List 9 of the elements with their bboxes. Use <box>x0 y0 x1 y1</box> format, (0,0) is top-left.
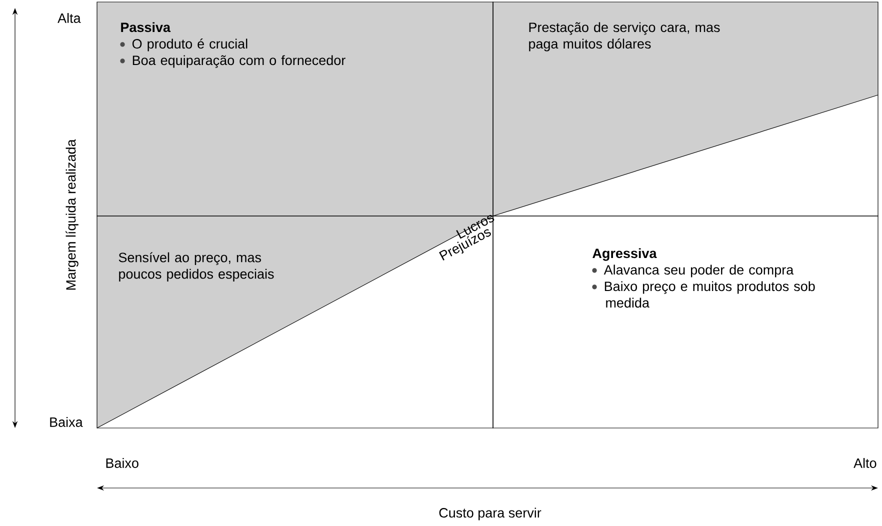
axis-label: Alta <box>58 13 81 23</box>
quadrant-box: Agressiva Alavanca seu poder de compra Baixo preço e muitos produtos sob medida <box>492 216 878 428</box>
quadrant-box: Passiva O produto é crucial Boa equiparação com o fornecedor <box>96 2 494 216</box>
axis-title: Margem líquida realizada <box>66 139 78 290</box>
quadrant-box: Prestação de serviço cara, mas paga muitos dólares <box>492 2 878 216</box>
axis-label: Alto <box>854 458 876 468</box>
axis-label: Baixa <box>50 417 83 427</box>
axis-title: Custo para servir <box>439 508 542 520</box>
axis-label: Baixo <box>106 458 138 468</box>
